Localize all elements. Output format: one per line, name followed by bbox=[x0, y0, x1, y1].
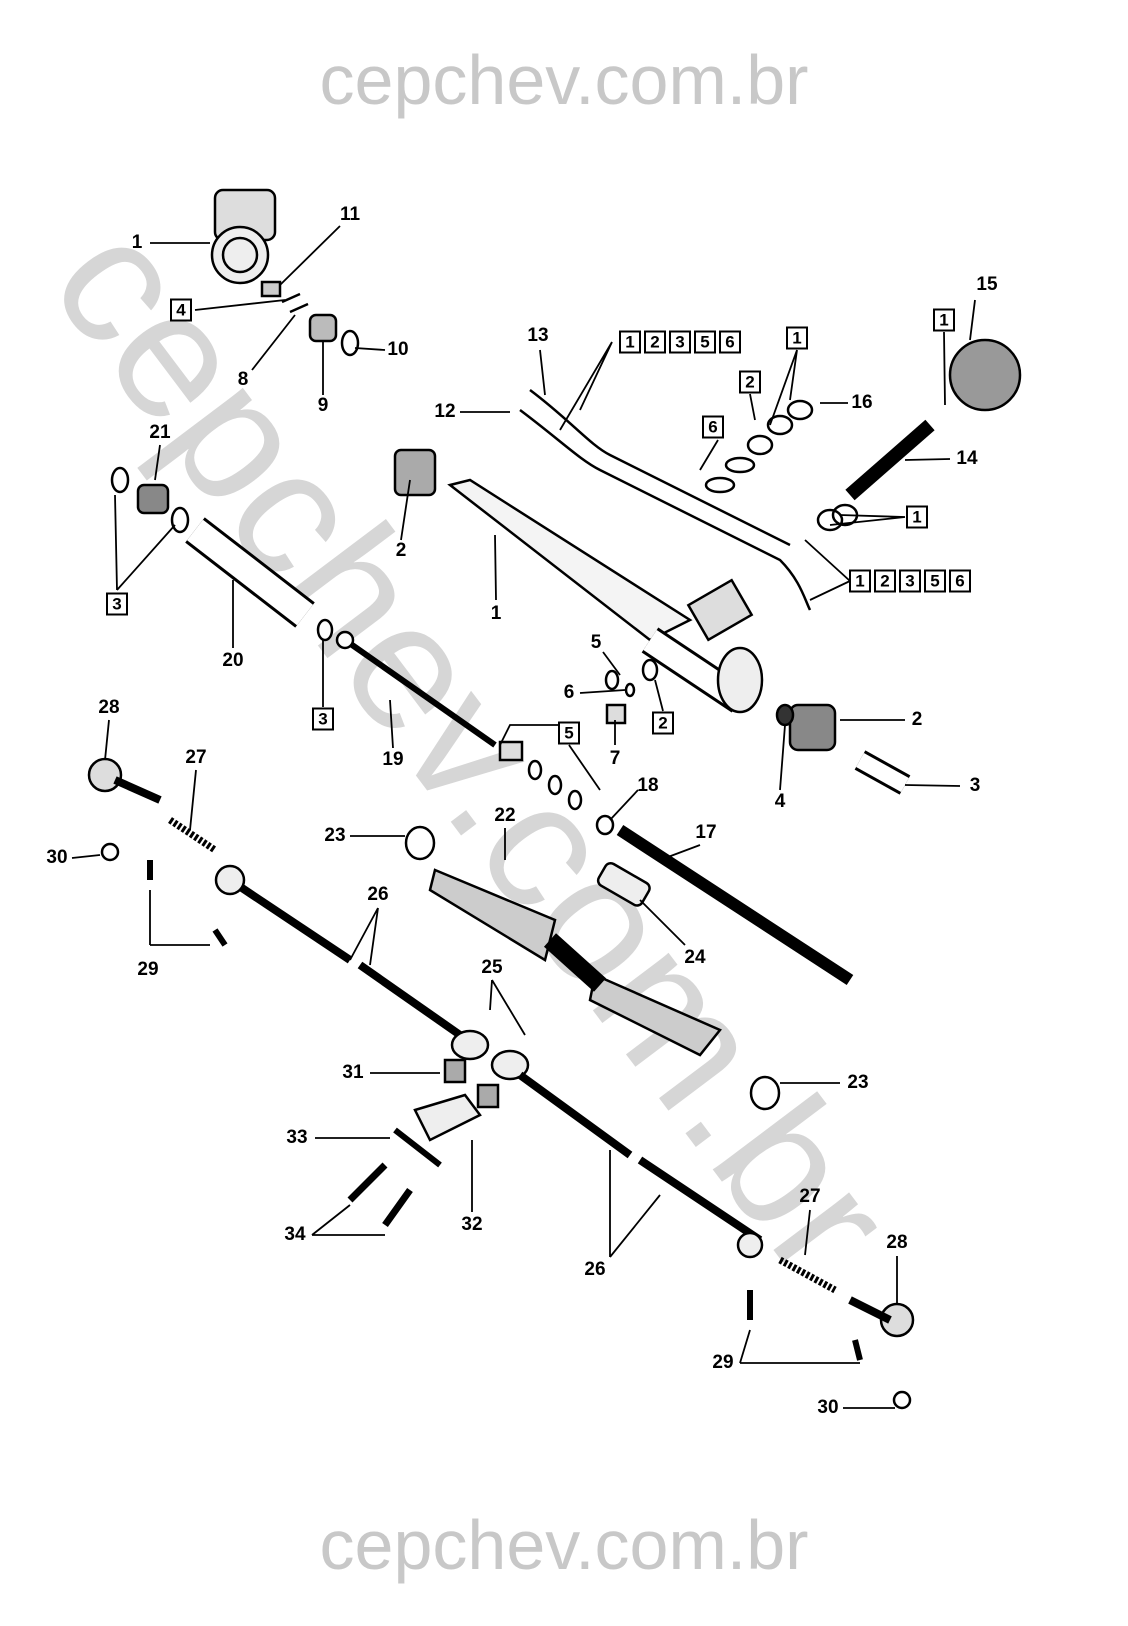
box-label: 3 bbox=[312, 707, 334, 731]
box-label: 2 bbox=[652, 711, 674, 735]
callout-17: 17 bbox=[695, 822, 717, 843]
callout-12: 12 bbox=[434, 401, 456, 422]
boxed-callout: 3 bbox=[312, 707, 334, 731]
callout-34: 34 bbox=[284, 1224, 306, 1245]
callout-24: 24 bbox=[684, 947, 706, 968]
watermark-top: cepchev.com.br bbox=[319, 41, 809, 119]
callout-25: 25 bbox=[481, 957, 503, 978]
callout-30: 30 bbox=[46, 847, 68, 868]
box-label: 1 bbox=[933, 308, 955, 332]
box-label: 4 bbox=[170, 298, 192, 322]
callout-11: 11 bbox=[339, 204, 361, 225]
callout-1: 1 bbox=[131, 232, 143, 253]
callout-19: 19 bbox=[382, 749, 404, 770]
boxed-callout: 6 bbox=[702, 415, 724, 439]
box-label: 5 bbox=[558, 721, 580, 745]
callout-9: 9 bbox=[317, 395, 329, 416]
callout-29: 29 bbox=[712, 1352, 734, 1373]
callout-7: 7 bbox=[609, 748, 621, 769]
callout-14: 14 bbox=[956, 448, 978, 469]
spacers bbox=[498, 740, 615, 836]
callout-22: 22 bbox=[494, 805, 516, 826]
callout-3: 3 bbox=[969, 775, 981, 796]
valve-housing bbox=[210, 188, 360, 357]
boxed-callout: 1 bbox=[786, 326, 808, 350]
callout-15: 15 bbox=[976, 274, 998, 295]
callout-20: 20 bbox=[222, 650, 244, 671]
callout-23: 23 bbox=[847, 1072, 869, 1093]
box-label: 2 bbox=[739, 370, 761, 394]
box-label: 6 bbox=[702, 415, 724, 439]
callout-2: 2 bbox=[395, 540, 407, 561]
boxed-callout: 2 bbox=[739, 370, 761, 394]
rack-housing bbox=[393, 448, 764, 714]
callout-31: 31 bbox=[342, 1062, 364, 1083]
callout-21: 21 bbox=[149, 422, 171, 443]
callout-28: 28 bbox=[886, 1232, 908, 1253]
box-label: 1 bbox=[906, 505, 928, 529]
leader-lines bbox=[71, 225, 976, 1409]
callout-23: 23 bbox=[324, 825, 346, 846]
callout-13: 13 bbox=[527, 325, 549, 346]
callout-16: 16 bbox=[851, 392, 873, 413]
callout-5: 5 bbox=[590, 632, 602, 653]
callout-1: 1 bbox=[490, 603, 502, 624]
boxed-callout-group: 1235612356 bbox=[849, 569, 971, 593]
callout-8: 8 bbox=[237, 369, 249, 390]
callout-2: 2 bbox=[911, 709, 923, 730]
boxed-callout: 3 bbox=[106, 592, 128, 616]
callout-26: 26 bbox=[367, 884, 389, 905]
boxed-callout: 4 bbox=[170, 298, 192, 322]
callout-18: 18 bbox=[637, 775, 659, 796]
callout-29: 29 bbox=[137, 959, 159, 980]
callout-33: 33 bbox=[286, 1127, 308, 1148]
boots bbox=[404, 825, 781, 1111]
callout-4: 4 bbox=[774, 791, 786, 812]
callout-26: 26 bbox=[584, 1259, 606, 1280]
boxed-callout: 1 bbox=[906, 505, 928, 529]
seal-rings bbox=[704, 399, 814, 494]
boxed-callout-group: 1235612356 bbox=[619, 330, 741, 354]
box-label: 1 bbox=[786, 326, 808, 350]
callout-32: 32 bbox=[461, 1214, 483, 1235]
callout-28: 28 bbox=[98, 697, 120, 718]
boxed-callout: 5 bbox=[558, 721, 580, 745]
boxed-callout: 2 bbox=[652, 711, 674, 735]
callout-6: 6 bbox=[563, 682, 575, 703]
callout-27: 27 bbox=[185, 747, 207, 768]
callout-30: 30 bbox=[817, 1397, 839, 1418]
box-label: 3 bbox=[106, 592, 128, 616]
callout-10: 10 bbox=[387, 339, 409, 360]
watermark-bottom: cepchev.com.br bbox=[319, 1506, 809, 1584]
callout-27: 27 bbox=[799, 1186, 821, 1207]
boxed-callout: 1 bbox=[933, 308, 955, 332]
